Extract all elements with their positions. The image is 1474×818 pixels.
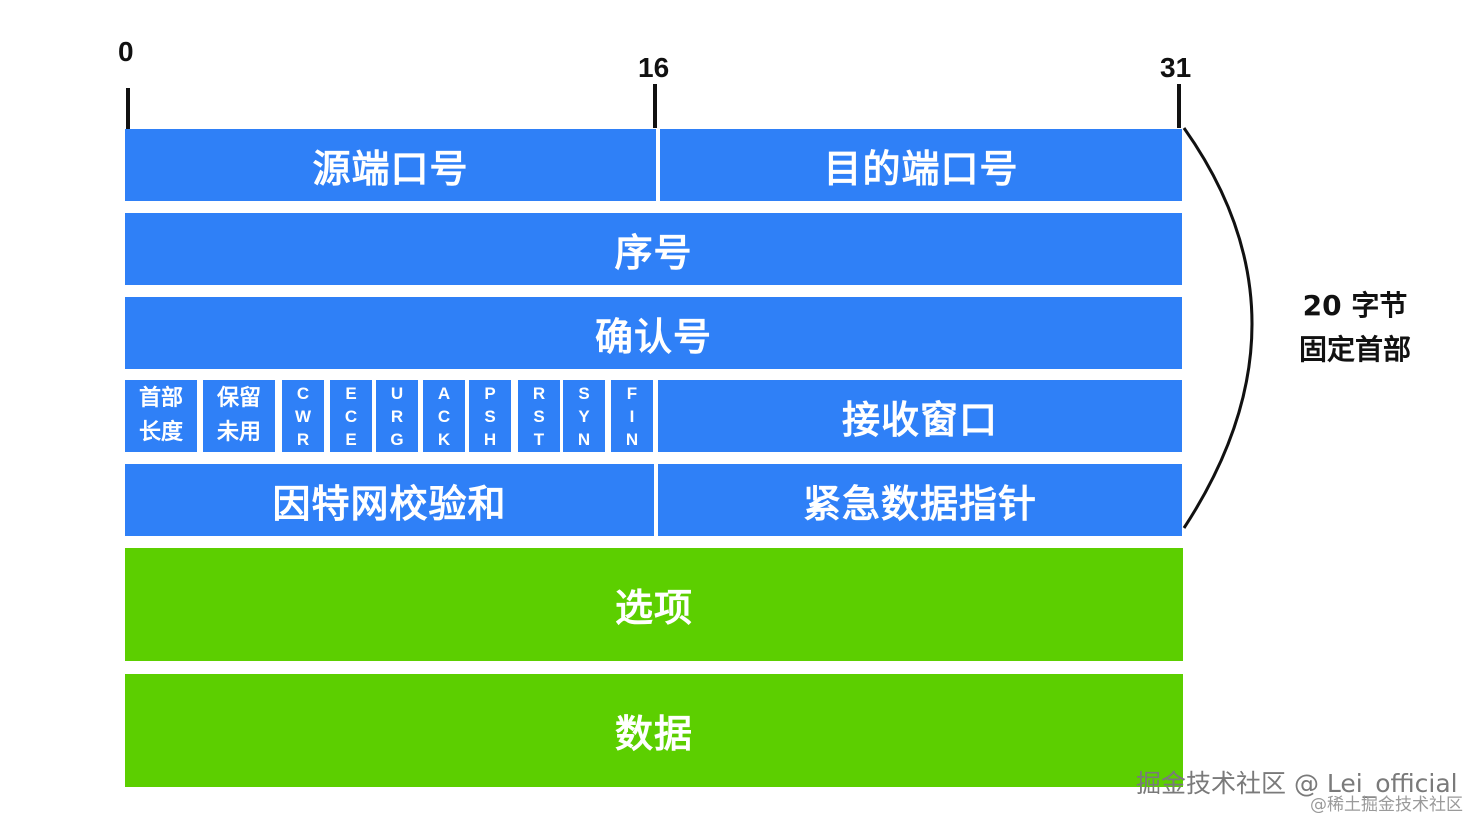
flag-urg-letter: R — [390, 406, 404, 426]
flag-syn-letter: N — [577, 429, 591, 449]
receive-window-field: 接收窗口 — [658, 380, 1182, 452]
flag-psh: P S H — [469, 380, 511, 452]
flag-urg: U R G — [376, 380, 418, 452]
flag-ece-letter: E — [345, 429, 357, 449]
flag-psh-letter: H — [483, 429, 497, 449]
flag-urg-letter: U — [390, 383, 404, 403]
urgent-pointer-field: 紧急数据指针 — [658, 464, 1182, 536]
fixed-header-brace — [1182, 127, 1254, 529]
header-length-line2: 长度 — [138, 420, 183, 445]
ack-number-field: 确认号 — [125, 297, 1182, 369]
flag-ack-letter: K — [437, 429, 451, 449]
flag-rst-letter: T — [533, 429, 545, 449]
flag-fin-letter: I — [629, 406, 635, 426]
bit-tick-16 — [653, 84, 657, 128]
flag-ack-letter: A — [437, 383, 451, 403]
data-field: 数据 — [125, 674, 1183, 787]
source-port-field: 源端口号 — [125, 129, 656, 201]
flag-rst-letter: R — [532, 383, 546, 403]
fixed-header-annotation: 20 字节 固定首部 — [1290, 284, 1420, 372]
flag-ack: A C K — [423, 380, 465, 452]
flag-cwr-letter: R — [296, 429, 310, 449]
dest-port-field: 目的端口号 — [660, 129, 1182, 201]
flag-psh-letter: S — [484, 406, 496, 426]
flag-fin: F I N — [611, 380, 653, 452]
bit-label-0: 0 — [118, 36, 134, 67]
options-field: 选项 — [125, 548, 1183, 661]
header-length-field: 首部 长度 — [125, 380, 197, 452]
flag-ece-letter: E — [345, 383, 357, 403]
checksum-field: 因特网校验和 — [125, 464, 654, 536]
flag-ece-letter: C — [344, 406, 358, 426]
flag-cwr: C W R — [282, 380, 324, 452]
flag-psh-letter: P — [484, 383, 496, 403]
flag-urg-letter: G — [390, 429, 404, 449]
reserved-line1: 保留 — [216, 386, 261, 411]
reserved-line2: 未用 — [216, 420, 261, 445]
watermark-main: 掘金技术社区 @ Lei_official — [1136, 769, 1458, 798]
reserved-field: 保留 未用 — [203, 380, 275, 452]
flag-rst: R S T — [518, 380, 560, 452]
bit-tick-31 — [1177, 84, 1181, 128]
flag-syn-letter: S — [578, 383, 590, 403]
flag-syn: S Y N — [563, 380, 605, 452]
flag-cwr-letter: C — [296, 383, 310, 403]
flag-fin-letter: N — [625, 429, 639, 449]
flag-syn-letter: Y — [578, 406, 590, 426]
annotation-label: 固定首部 — [1298, 333, 1411, 366]
flag-fin-letter: F — [626, 383, 638, 403]
flag-rst-letter: S — [533, 406, 545, 426]
bit-tick-0 — [126, 88, 130, 130]
header-length-line1: 首部 — [138, 386, 183, 411]
bit-label-16: 16 — [638, 52, 670, 83]
sequence-number-field: 序号 — [125, 213, 1182, 285]
watermark-sub: @稀土掘金技术社区 — [1310, 795, 1463, 815]
flag-ack-letter: C — [437, 406, 451, 426]
bit-label-31: 31 — [1160, 52, 1192, 83]
flag-ece: E C E — [330, 380, 372, 452]
flag-cwr-letter: W — [294, 406, 312, 426]
annotation-size: 20 字节 — [1302, 289, 1408, 322]
